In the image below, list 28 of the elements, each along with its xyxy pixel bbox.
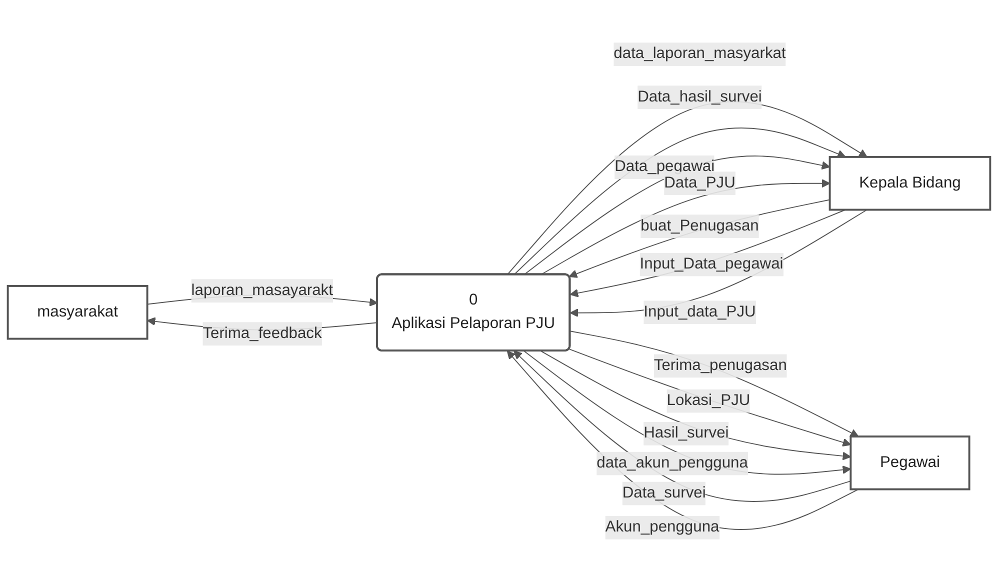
edge-label: Terima_penugasan bbox=[654, 357, 787, 374]
arrow bbox=[568, 199, 830, 278]
edge-label: data_laporan_masyarkat bbox=[614, 46, 786, 62]
edge-label: data_akun_pengguna bbox=[596, 454, 748, 472]
edge-label: Data_hasil_survei bbox=[638, 88, 762, 106]
edge-label: Data_survei bbox=[622, 484, 706, 502]
edge-label: laporan_masayarakt bbox=[191, 282, 333, 299]
edge-label: Data_PJU bbox=[664, 174, 736, 192]
arrow bbox=[570, 209, 846, 298]
edge-label: Terima_feedback bbox=[202, 325, 322, 342]
edge-label: Input_data_PJU bbox=[644, 304, 756, 320]
arrow bbox=[568, 348, 852, 447]
arrow bbox=[540, 350, 852, 460]
arrow bbox=[524, 350, 852, 475]
arrow bbox=[524, 156, 830, 276]
arrow bbox=[570, 209, 868, 318]
node-box: Kepala Bidang bbox=[828, 156, 992, 211]
edge-label: Hasil_survei bbox=[644, 424, 729, 442]
edge-label: Input_Data_pegawai bbox=[640, 256, 784, 272]
edge-label: Data_pegawai bbox=[614, 158, 715, 176]
node-box: Pegawai bbox=[850, 436, 970, 490]
arrow bbox=[540, 179, 830, 276]
edge-label: buat_Penugasan bbox=[640, 218, 759, 234]
node-box: masyarakat bbox=[6, 285, 148, 340]
edge-label: Akun_pengguna bbox=[605, 518, 720, 536]
arrow bbox=[513, 128, 846, 276]
edge-label: Lokasi_PJU bbox=[666, 392, 750, 409]
arrow bbox=[570, 330, 859, 437]
